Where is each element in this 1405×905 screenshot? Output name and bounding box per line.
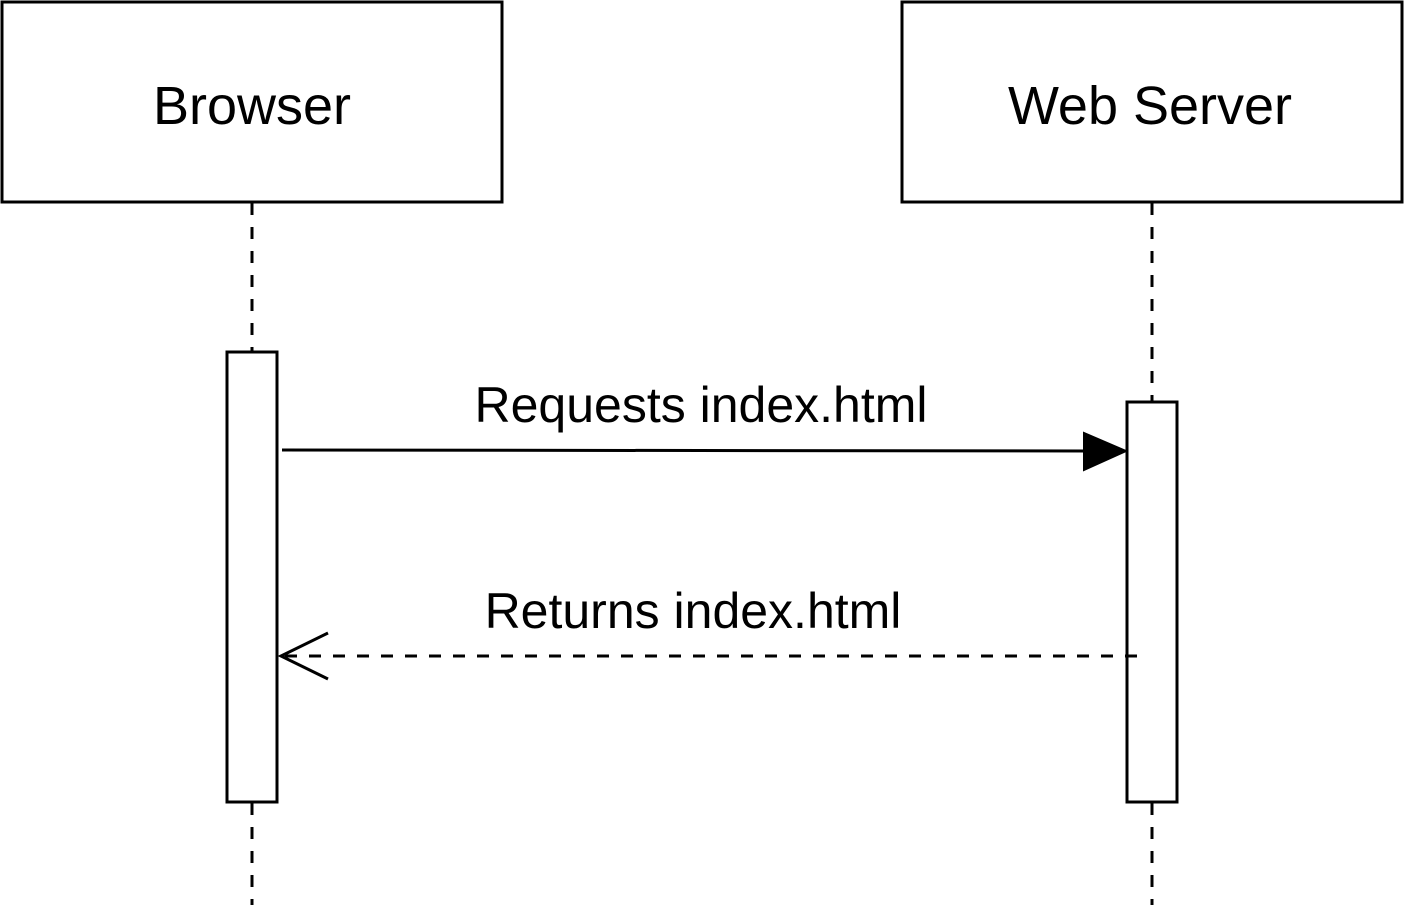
request-arrowhead (1083, 431, 1129, 472)
request-arrow-line (281, 448, 1091, 453)
browser-box (0, 0, 504, 204)
message-response: Returns index.html (277, 583, 1137, 681)
response-label: Returns index.html (485, 583, 902, 639)
browser-label: Browser (153, 76, 351, 136)
server-label: Web Server (1008, 76, 1292, 136)
request-label: Requests index.html (474, 377, 927, 433)
participant-browser: Browser (0, 0, 504, 204)
participant-server: Web Server (900, 0, 1404, 204)
server-box (900, 0, 1404, 204)
response-arrowhead (277, 631, 329, 681)
browser-activation-bar (225, 350, 279, 804)
message-request: Requests index.html (281, 377, 1129, 472)
server-activation-bar (1125, 400, 1179, 804)
